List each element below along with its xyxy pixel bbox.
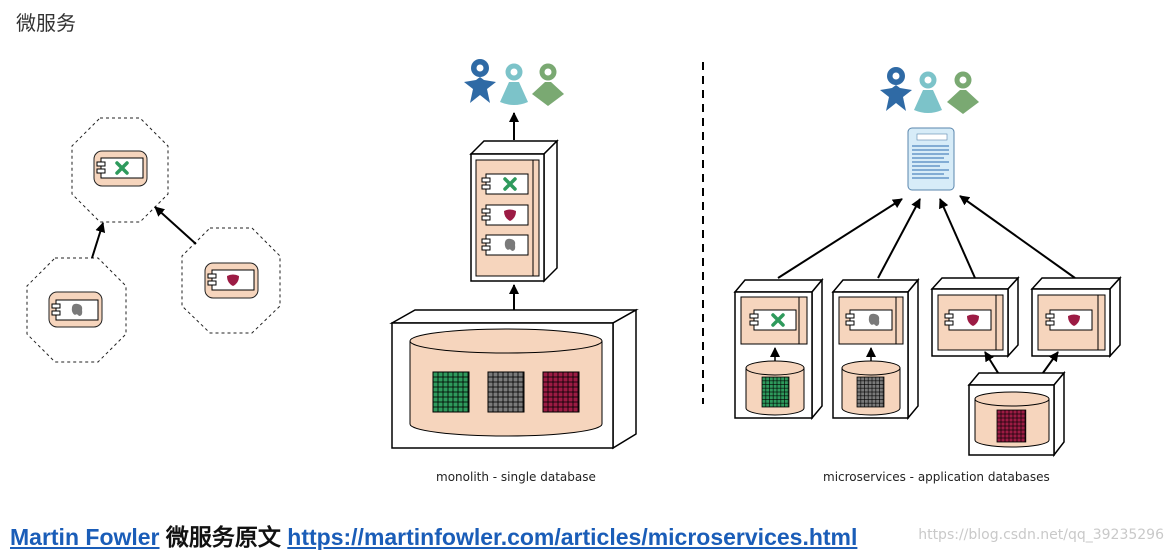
arrow-svc2-ui	[877, 198, 921, 279]
article-url-link[interactable]: https://martinfowler.com/articles/micros…	[287, 524, 858, 550]
monolith-database	[389, 308, 639, 450]
microservice-heart-b	[1030, 276, 1122, 358]
user-icon	[880, 67, 912, 111]
microservice-heart-a	[930, 276, 1020, 358]
arrow-svc3-ui	[939, 198, 976, 279]
ui-page-document	[907, 127, 955, 191]
monolith-caption: monolith - single database	[436, 470, 596, 484]
arrow-right-up	[154, 206, 197, 245]
user-icon	[500, 63, 528, 105]
user-icon	[464, 59, 496, 103]
monolith-users	[464, 59, 564, 106]
arrow-svc1-ui	[777, 198, 903, 279]
arrow-svc4-ui	[959, 195, 1076, 279]
watermark: https://blog.csdn.net/qq_39235296	[918, 527, 1164, 543]
user-icon	[532, 63, 564, 106]
user-icon	[947, 71, 979, 114]
arrow-left-up	[91, 222, 106, 259]
microservices-users	[880, 67, 979, 114]
user-icon	[914, 71, 942, 113]
monolith-app-box	[469, 139, 559, 283]
footer-reference: Martin Fowler 微服务原文 https://martinfowler…	[10, 518, 857, 552]
service-octagon-x	[71, 117, 169, 223]
microservice-blob-with-db	[831, 277, 920, 421]
microservice-x-with-db	[733, 277, 824, 421]
shared-red-database	[967, 370, 1066, 458]
service-octagon-heart	[181, 227, 281, 334]
page-title: 微服务	[16, 11, 76, 35]
footer-label: 微服务原文	[165, 524, 281, 550]
service-octagon-blob	[26, 257, 127, 363]
microservices-caption: microservices - application databases	[823, 470, 1050, 484]
author-link[interactable]: Martin Fowler	[10, 524, 160, 550]
